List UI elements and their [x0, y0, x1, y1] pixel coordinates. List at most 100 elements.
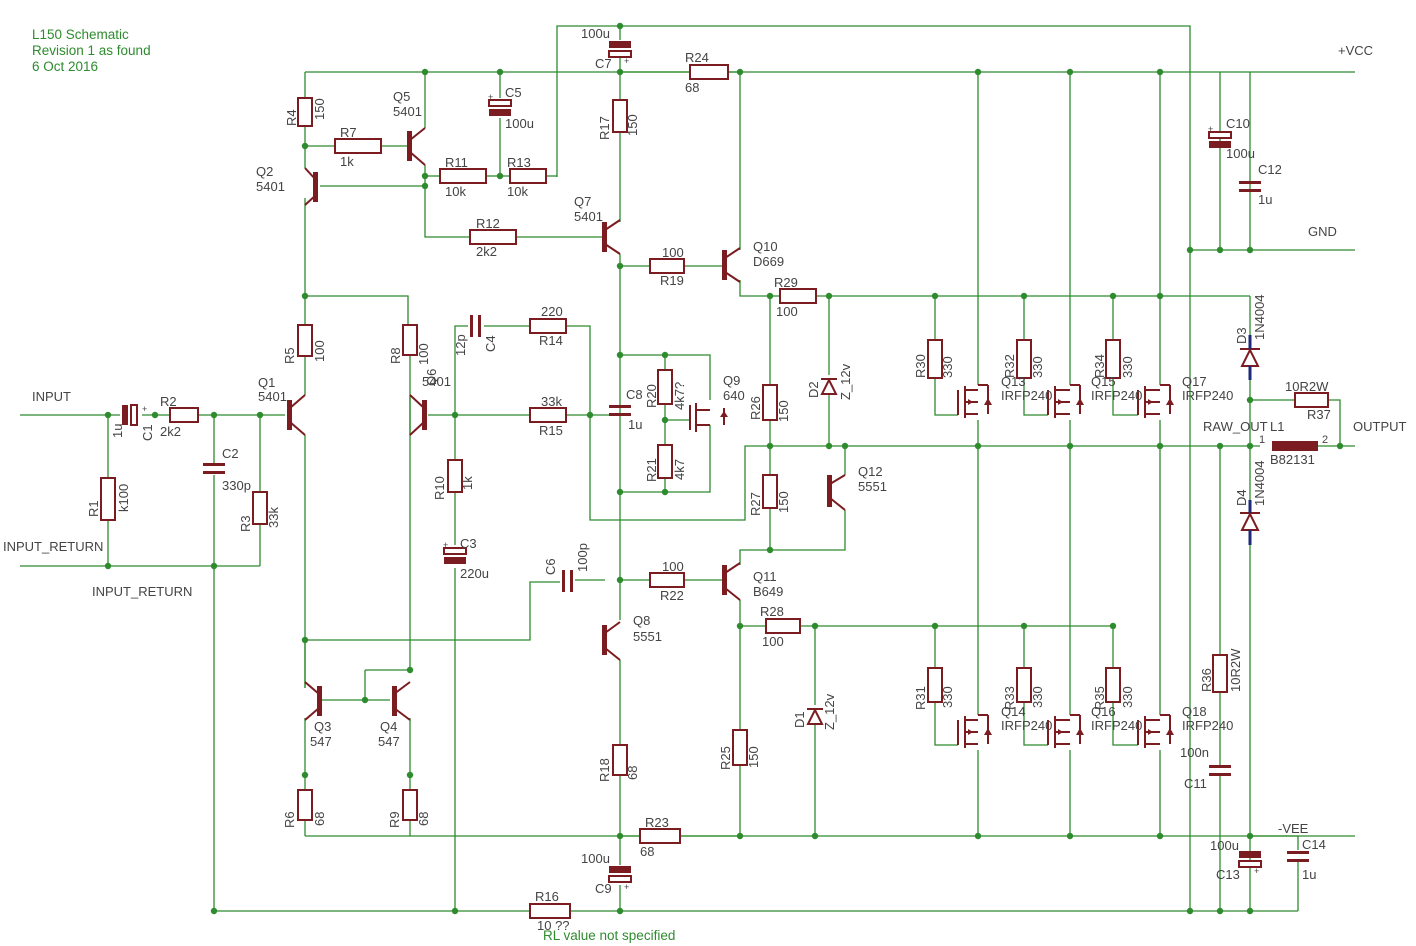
c14-value: 1u — [1302, 867, 1316, 882]
d3-name: D3 — [1234, 327, 1249, 344]
q3-value: 547 — [310, 734, 332, 749]
resistor-r3 — [252, 491, 268, 525]
r4-value: 150 — [312, 98, 327, 120]
r35-name: R35 — [1092, 686, 1107, 710]
r2-name: R2 — [160, 394, 177, 409]
c6-value: 100p — [575, 543, 590, 572]
net-vcc: +VCC — [1338, 43, 1373, 58]
date-note: 6 Oct 2016 — [32, 59, 98, 74]
resistor-r26 — [762, 384, 778, 421]
r33-value: 330 — [1030, 686, 1045, 708]
c13-value: 100u — [1210, 838, 1239, 853]
diodes — [806, 335, 1260, 725]
mosfet-q16 — [1047, 714, 1084, 748]
q17-value: IRFP240 — [1182, 388, 1233, 403]
r24-name: R24 — [685, 50, 709, 65]
q6-value: 5401 — [422, 374, 451, 389]
mosfet-q14 — [957, 714, 992, 748]
r11-name: R11 — [445, 155, 468, 170]
r9-name: R9 — [387, 811, 402, 828]
net-gnd: GND — [1308, 224, 1337, 239]
q1-value: 5401 — [258, 389, 287, 404]
r15-name: R15 — [539, 423, 563, 438]
mosfet-q13 — [957, 384, 992, 418]
resistor-r36 — [1212, 654, 1228, 693]
resistor-r5 — [297, 324, 313, 357]
capacitor-c12 — [1239, 181, 1261, 192]
c2-name: C2 — [222, 446, 239, 461]
q2-value: 5401 — [256, 179, 285, 194]
diode-d4 — [1240, 500, 1260, 545]
r13-value: 10k — [507, 184, 528, 199]
q7-name: Q7 — [574, 194, 591, 209]
r17-value: 150 — [625, 114, 640, 136]
svg-text:+: + — [488, 92, 493, 102]
q5-name: Q5 — [393, 89, 410, 104]
capacitor-c7: + — [608, 41, 632, 66]
d1-name: D1 — [792, 711, 807, 728]
c10-name: C10 — [1226, 116, 1250, 131]
q11-name: Q11 — [753, 569, 777, 584]
c8-value: 1u — [628, 417, 642, 432]
resistors — [100, 64, 1329, 919]
resistor-r34 — [1105, 339, 1121, 379]
c9-name: C9 — [595, 881, 612, 896]
resistor-r10 — [447, 459, 463, 493]
resistor-r13 — [509, 168, 547, 184]
capacitor-c3: + — [443, 540, 467, 564]
r24-value: 68 — [685, 80, 699, 95]
q14-value: IRFP240 — [1001, 718, 1052, 733]
r18-name: R18 — [597, 758, 612, 782]
r29-value: 100 — [776, 304, 798, 319]
resistor-r18 — [612, 744, 628, 776]
r20-value: 4k7? — [672, 382, 687, 410]
l1-pin2: 2 — [1322, 434, 1328, 446]
resistor-r19 — [649, 258, 685, 274]
schematic-title: L150 Schematic — [32, 27, 129, 42]
resistor-r17 — [612, 99, 628, 133]
q8-name: Q8 — [633, 613, 650, 628]
d4-name: D4 — [1234, 489, 1249, 506]
r1-name: R1 — [86, 500, 101, 517]
transistor-q4 — [392, 681, 411, 721]
r8-name: R8 — [388, 347, 403, 364]
q13-value: IRFP240 — [1001, 388, 1052, 403]
c12-name: C12 — [1258, 162, 1282, 177]
resistor-r29 — [779, 288, 817, 304]
r12-value: 2k2 — [476, 244, 497, 259]
resistor-r30 — [927, 339, 943, 379]
resistor-r11 — [439, 168, 487, 184]
svg-text:+: + — [1208, 124, 1213, 134]
q4-name: Q4 — [380, 719, 397, 734]
q12-name: Q12 — [858, 464, 883, 479]
q14-name: Q14 — [1001, 704, 1026, 719]
q10-value: D669 — [753, 254, 784, 269]
labels: L150 Schematic Revision 1 as found 6 Oct… — [3, 26, 1407, 943]
net-input-return: INPUT_RETURN — [3, 539, 103, 554]
d2-value: Z_12v — [838, 363, 853, 400]
d3-value: 1N4004 — [1252, 294, 1267, 340]
r3-value: 33k — [266, 507, 281, 528]
q13-name: Q13 — [1001, 374, 1026, 389]
net-raw-out: RAW_OUT — [1203, 419, 1268, 434]
c6-name: C6 — [543, 558, 558, 575]
net-input-return-2: INPUT_RETURN — [92, 584, 192, 599]
zener-d1 — [806, 707, 824, 725]
r4-name: R4 — [284, 109, 299, 126]
capacitor-c9: + — [608, 866, 632, 892]
q8-value: 5551 — [633, 629, 662, 644]
transistor-q12 — [827, 474, 846, 511]
r16-name: R16 — [535, 889, 559, 904]
resistor-r4 — [297, 97, 313, 127]
r26-value: 150 — [776, 400, 791, 422]
r9-value: 68 — [416, 812, 431, 826]
q6-name: Q6 — [424, 369, 439, 386]
mosfet-q18 — [1137, 714, 1174, 748]
c3-value: 220u — [460, 566, 489, 581]
r21-name: R21 — [644, 458, 659, 482]
r15-value: 33k — [541, 394, 562, 409]
r8-value: 100 — [416, 343, 431, 365]
r31-value: 330 — [940, 686, 955, 708]
c3-name: C3 — [460, 536, 477, 551]
transistor-q10 — [722, 247, 741, 283]
